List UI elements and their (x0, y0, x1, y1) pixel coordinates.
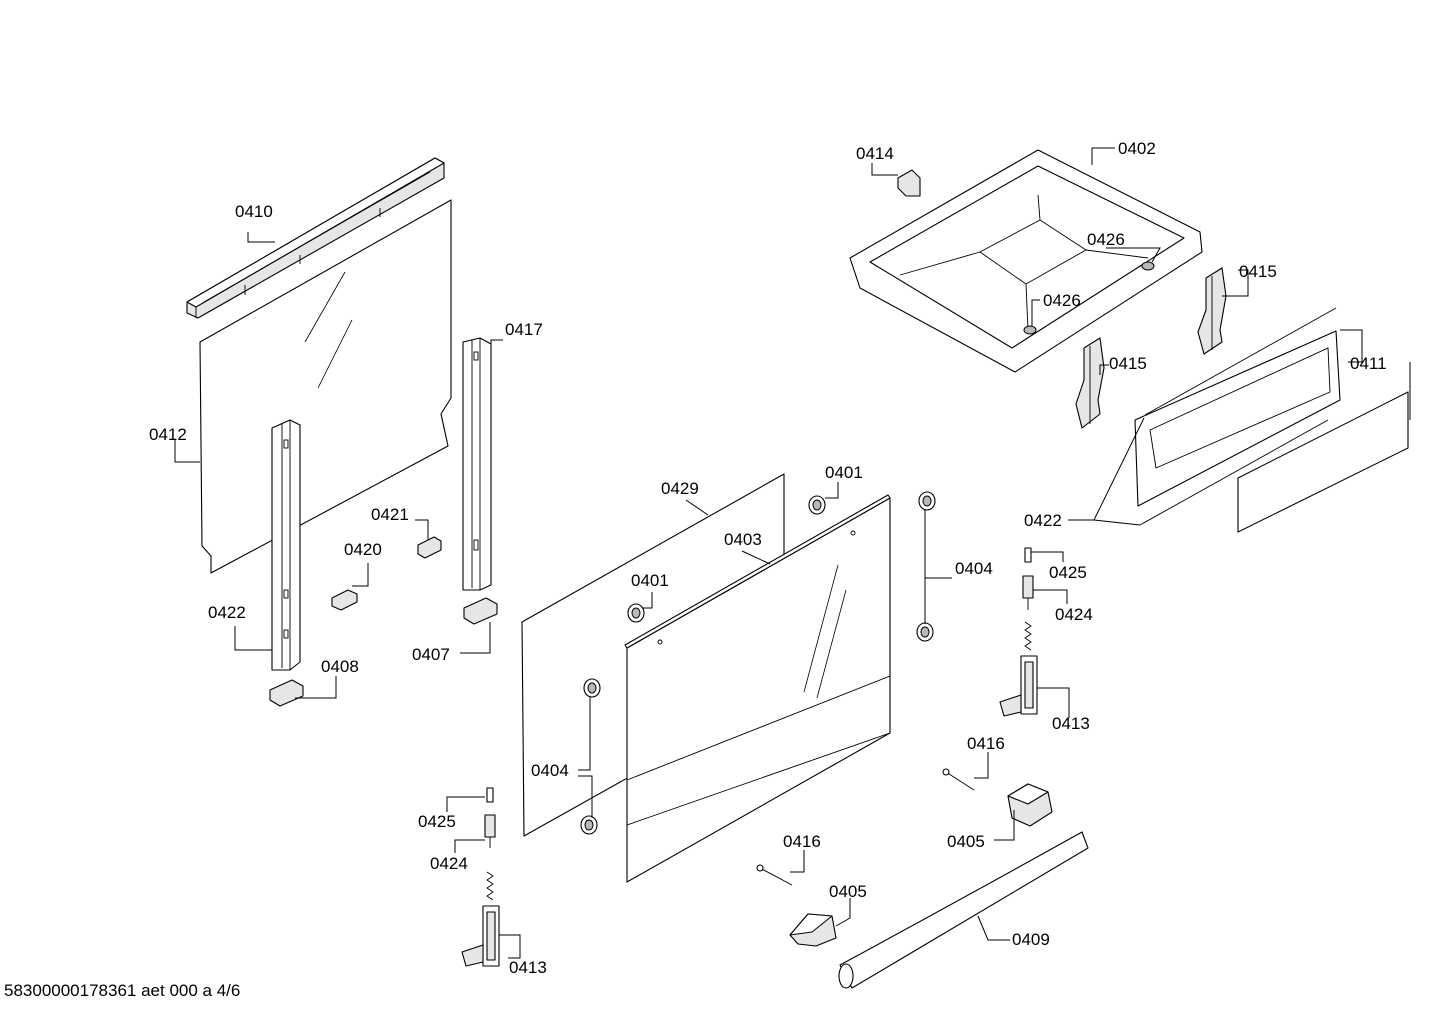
part-0402-tray (849, 149, 1203, 373)
part-0410-top-trim (186, 157, 445, 319)
label-0411: 0411 (1350, 354, 1387, 373)
part-0415-hinge-a (1197, 267, 1227, 355)
label-0425-left: 0425 (418, 812, 456, 831)
part-0408-hinge-plate (269, 679, 304, 707)
part-0403-outer-door (624, 494, 891, 883)
label-0407: 0407 (412, 645, 450, 664)
part-0424-bushing-right (1022, 575, 1034, 610)
label-0405-left: 0405 (829, 882, 867, 901)
label-0415-lower: 0415 (1109, 354, 1147, 373)
part-0424-bushing-left (484, 814, 496, 848)
label-0424-right: 0424 (1055, 605, 1093, 624)
label-0415-upper: 0415 (1239, 262, 1277, 281)
part-0425-pin-left (486, 787, 494, 803)
document-footer-code: 58300000178361 aet 000 a 4/6 (4, 981, 241, 1000)
part-0422-left-rail (271, 419, 301, 671)
label-0424-left: 0424 (430, 854, 468, 873)
part-0425-pin-right (1024, 547, 1032, 563)
part-0401-bumper-b (627, 603, 645, 623)
label-0421: 0421 (371, 505, 409, 524)
part-0411-drawer-front (1134, 307, 1409, 533)
label-0403: 0403 (724, 530, 762, 549)
label-0420: 0420 (344, 540, 382, 559)
part-0401-bumper-a (808, 495, 826, 515)
part-0421-clip (417, 536, 442, 559)
label-0417: 0417 (505, 320, 543, 339)
label-0426-lower: 0426 (1043, 291, 1081, 310)
label-0405-right: 0405 (947, 832, 985, 851)
part-0412-inner-glass (199, 199, 452, 574)
part-0415-hinge-b (1075, 337, 1105, 429)
part-0413-hinge-left (461, 871, 500, 967)
label-0413-left: 0413 (509, 958, 547, 977)
part-0405-handle-end-a (1007, 783, 1053, 827)
part-0407-hinge-plate (463, 597, 498, 625)
part-0404-bumper-a (918, 491, 936, 511)
label-0410: 0410 (235, 202, 273, 221)
label-0404-left: 0404 (531, 761, 569, 780)
label-0401-upper: 0401 (825, 463, 863, 482)
label-0404-right: 0404 (955, 559, 993, 578)
label-0416-right: 0416 (967, 734, 1005, 753)
part-0404-bumper-d (580, 815, 598, 835)
label-0413-right: 0413 (1052, 714, 1090, 733)
label-0429: 0429 (661, 479, 699, 498)
part-0404-bumper-c (583, 678, 601, 698)
part-0417-right-rail (462, 337, 492, 591)
part-0409-handle-bar (838, 831, 1089, 989)
label-0412: 0412 (149, 425, 187, 444)
part-0404-bumper-b (916, 622, 934, 642)
part-0416-screw-b (756, 864, 793, 886)
leader-lines (174, 147, 1411, 959)
callout-labels: 0410 0412 0417 0421 0420 0422 0408 0407 … (149, 139, 1387, 977)
part-0413-hinge-right (999, 621, 1038, 717)
label-0416-left: 0416 (783, 832, 821, 851)
label-0414: 0414 (856, 144, 894, 163)
label-0422-left: 0422 (208, 603, 246, 622)
part-0420-clip (331, 589, 358, 611)
label-0401-lower: 0401 (631, 571, 669, 590)
label-0402: 0402 (1118, 139, 1156, 158)
part-0416-screw-a (942, 768, 975, 791)
label-0426-upper: 0426 (1087, 230, 1125, 249)
part-0405-handle-end-b (789, 913, 837, 947)
label-0425-right: 0425 (1049, 563, 1087, 582)
label-0422-right: 0422 (1024, 511, 1062, 530)
label-0408: 0408 (321, 657, 359, 676)
label-0409: 0409 (1012, 930, 1050, 949)
part-0414-bracket (897, 169, 921, 197)
